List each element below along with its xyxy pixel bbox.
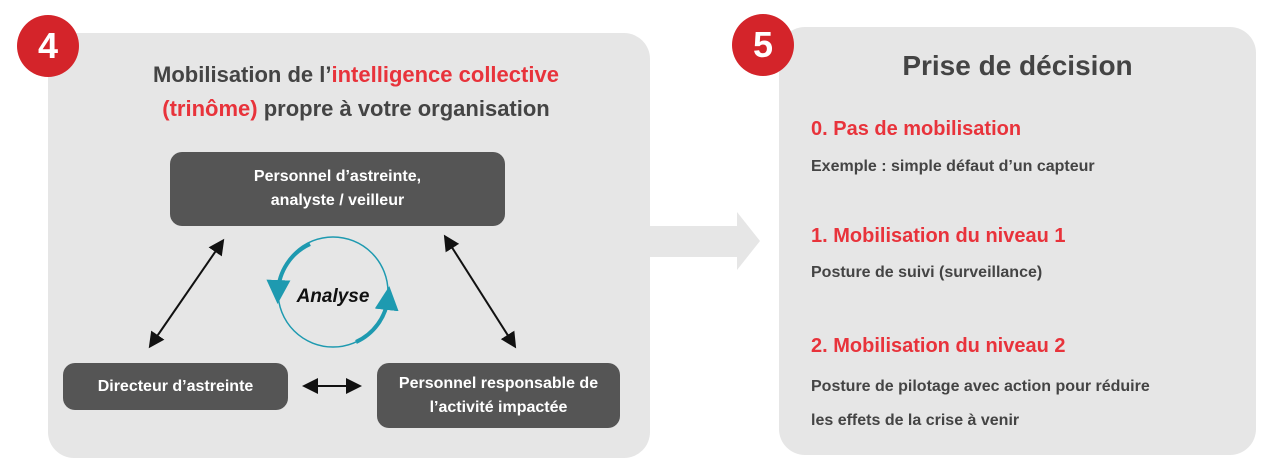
level-0-heading: 0. Pas de mobilisation	[811, 118, 1022, 140]
arrow-top-right	[443, 234, 517, 349]
step5-panel	[779, 27, 1256, 455]
level-0-desc: Exemple : simple défaut d’un capteur	[811, 158, 1095, 175]
box-on-call-director: Directeur d’astreinte	[63, 363, 288, 410]
level-2-desc: Posture de pilotage avec action pour réd…	[811, 378, 1150, 429]
cycle-label: Analyse	[296, 286, 370, 307]
step4-badge: 4	[17, 15, 79, 77]
level-2-heading: 2. Mobilisation du niveau 2	[811, 335, 1066, 357]
box-on-call-analyst: Personnel d’astreinte,analyste / veilleu…	[170, 152, 505, 226]
cycle-arc-top	[277, 236, 389, 293]
step5-title: Prise de décision	[902, 50, 1133, 81]
step5-badge: 5	[732, 14, 794, 76]
step4-title: Mobilisation de l’intelligence collectiv…	[153, 62, 559, 121]
process-arrow	[650, 212, 760, 270]
level-1-desc: Posture de suivi (surveillance)	[811, 264, 1043, 281]
arrow-top-left	[148, 238, 225, 349]
level-1-heading: 1. Mobilisation du niveau 1	[811, 225, 1066, 247]
cycle-arrow-left-icon	[266, 242, 311, 304]
cycle-arrow-right-icon	[355, 286, 399, 344]
